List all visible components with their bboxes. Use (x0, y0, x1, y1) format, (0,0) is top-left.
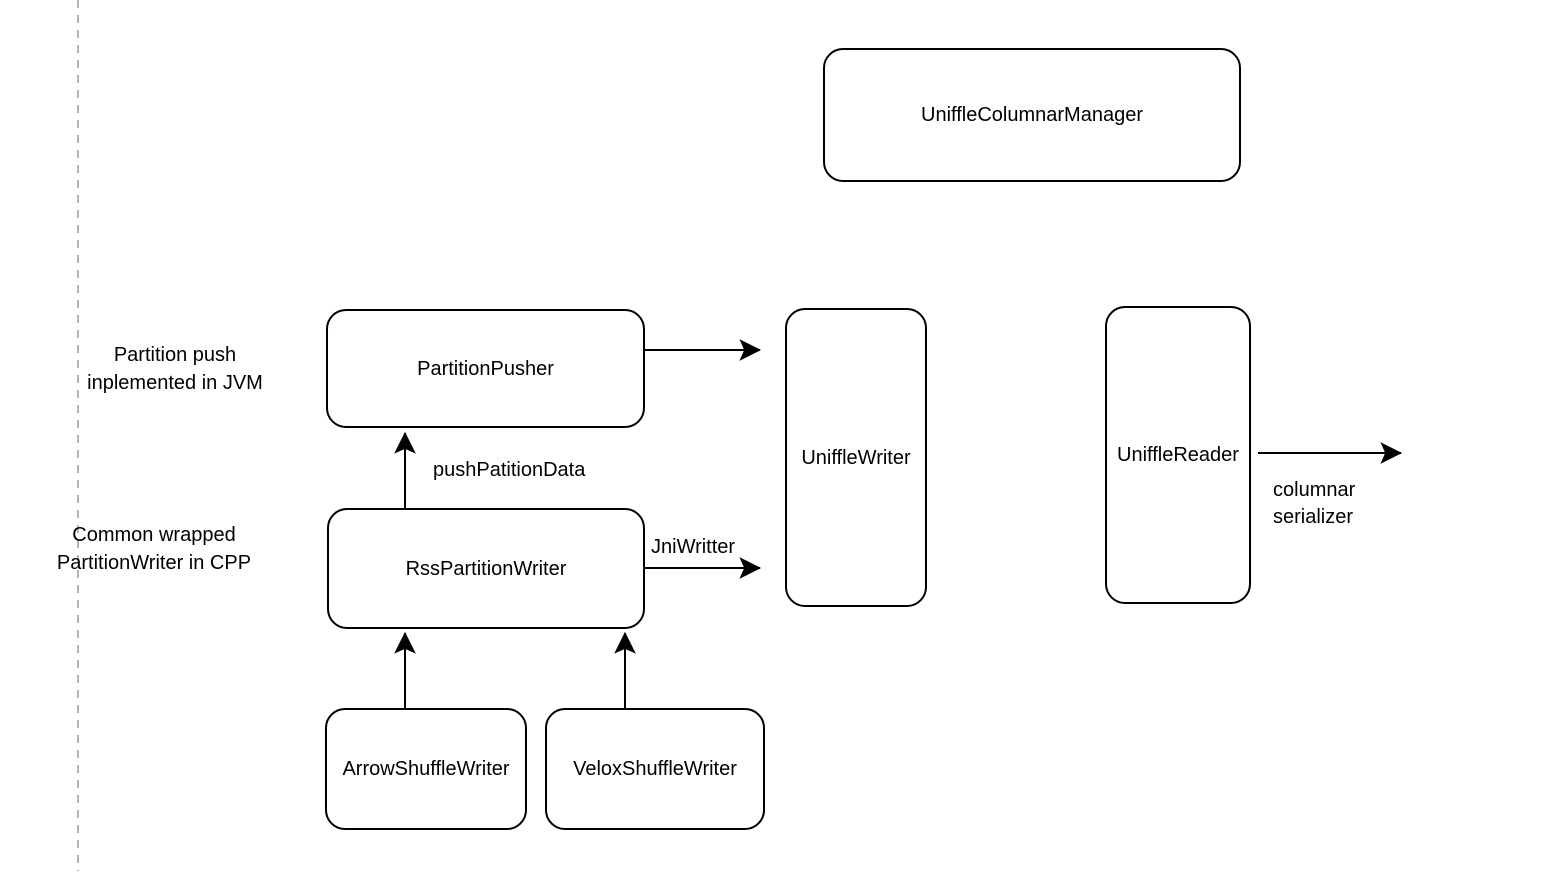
note-line: PartitionWriter in CPP (56, 552, 252, 574)
node-uniffle-columnar-manager: UniffleColumnarManager (823, 48, 1241, 182)
node-label: RssPartitionWriter (405, 557, 567, 580)
node-label: UniffleColumnarManager (921, 104, 1143, 126)
edge-label-line: columnar (1273, 479, 1356, 501)
edge-label-jni-writter: JniWritter (651, 536, 736, 558)
note-line: Partition push (113, 344, 237, 366)
node-partition-pusher: PartitionPusher (326, 309, 645, 428)
node-label: PartitionPusher (417, 357, 554, 380)
node-uniffle-reader: UniffleReader (1105, 306, 1251, 604)
node-label: UniffleWriter (801, 446, 911, 469)
note-line: inplemented in JVM (87, 372, 263, 394)
note-line: Common wrapped (72, 524, 236, 546)
edge-label-line: serializer (1273, 506, 1354, 528)
note-common-wrapped-cpp: Common wrapped PartitionWriter in CPP (29, 521, 279, 577)
edge-label-push-partition-data: pushPatitionData (433, 459, 586, 481)
node-label: ArrowShuffleWriter (342, 758, 510, 780)
node-rss-partition-writer: RssPartitionWriter (327, 508, 645, 629)
edge-label-columnar-serializer: columnar serializer (1273, 477, 1355, 531)
node-label: UniffleReader (1117, 444, 1239, 466)
node-arrow-shuffle-writer: ArrowShuffleWriter (325, 708, 527, 830)
node-velox-shuffle-writer: VeloxShuffleWriter (545, 708, 765, 830)
node-label: VeloxShuffleWriter (573, 758, 737, 780)
node-uniffle-writer: UniffleWriter (785, 308, 927, 607)
note-partition-push-jvm: Partition push inplemented in JVM (55, 341, 295, 397)
